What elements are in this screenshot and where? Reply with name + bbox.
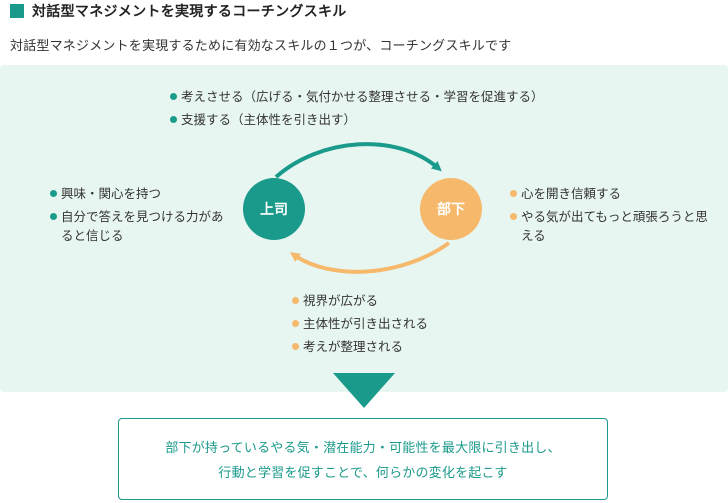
list-item: 視界が広がる — [292, 291, 428, 310]
list-item: 主体性が引き出される — [292, 314, 428, 333]
list-item: 考えさせる（広げる・気付かせる整理させる・学習を促進する） — [170, 87, 544, 106]
bullet-dot — [50, 190, 57, 197]
bullet-dot — [170, 93, 177, 100]
boss-attitudes-left: 興味・関心を持つ 自分で答えを見つける力があると信じる — [50, 184, 230, 245]
list-item: 考えが整理される — [292, 337, 428, 356]
arrow-subordinate-to-boss — [289, 241, 451, 274]
list-item: 支援する（主体性を引き出す） — [170, 110, 544, 129]
down-arrow-icon — [333, 373, 395, 408]
list-item: 興味・関心を持つ — [50, 184, 230, 203]
result-box: 部下が持っているやる気・潜在能力・可能性を最大限に引き出し、 行動と学習を促すこ… — [118, 418, 608, 500]
boss-label: 上司 — [260, 202, 288, 218]
list-item: やる気が出てもっと頑張ろうと思える — [510, 207, 710, 245]
bullet-dot — [170, 116, 177, 123]
list-item: 自分で答えを見つける力があると信じる — [50, 207, 230, 245]
coaching-diagram-panel — [0, 65, 728, 392]
subordinate-circle: 部下 — [420, 178, 482, 240]
bullet-dot — [510, 213, 517, 220]
boss-actions-top: 考えさせる（広げる・気付かせる整理させる・学習を促進する） 支援する（主体性を引… — [170, 87, 544, 129]
subordinate-effects-bottom: 視界が広がる 主体性が引き出される 考えが整理される — [292, 291, 428, 356]
bullet-dot — [292, 297, 299, 304]
bullet-dot — [292, 343, 299, 350]
section-heading: 対話型マネジメントを実現するコーチングスキル — [0, 0, 347, 22]
bullet-dot — [292, 320, 299, 327]
heading-marker — [10, 4, 24, 18]
subordinate-label: 部下 — [437, 202, 465, 218]
bullet-dot — [50, 213, 57, 220]
intro-text: 対話型マネジメントを実現するために有効なスキルの１つが、コーチングスキルです — [10, 39, 512, 54]
arrow-boss-to-subordinate — [274, 142, 442, 179]
subordinate-feelings-right: 心を開き信頼する やる気が出てもっと頑張ろうと思える — [510, 184, 710, 245]
bullet-dot — [510, 190, 517, 197]
result-line-2: 行動と学習を促すことで、何らかの変化を起こす — [218, 466, 508, 481]
boss-circle: 上司 — [243, 178, 305, 240]
list-item: 心を開き信頼する — [510, 184, 710, 203]
heading-title: 対話型マネジメントを実現するコーチングスキル — [32, 4, 347, 20]
result-line-1: 部下が持っているやる気・潜在能力・可能性を最大限に引き出し、 — [165, 441, 561, 456]
